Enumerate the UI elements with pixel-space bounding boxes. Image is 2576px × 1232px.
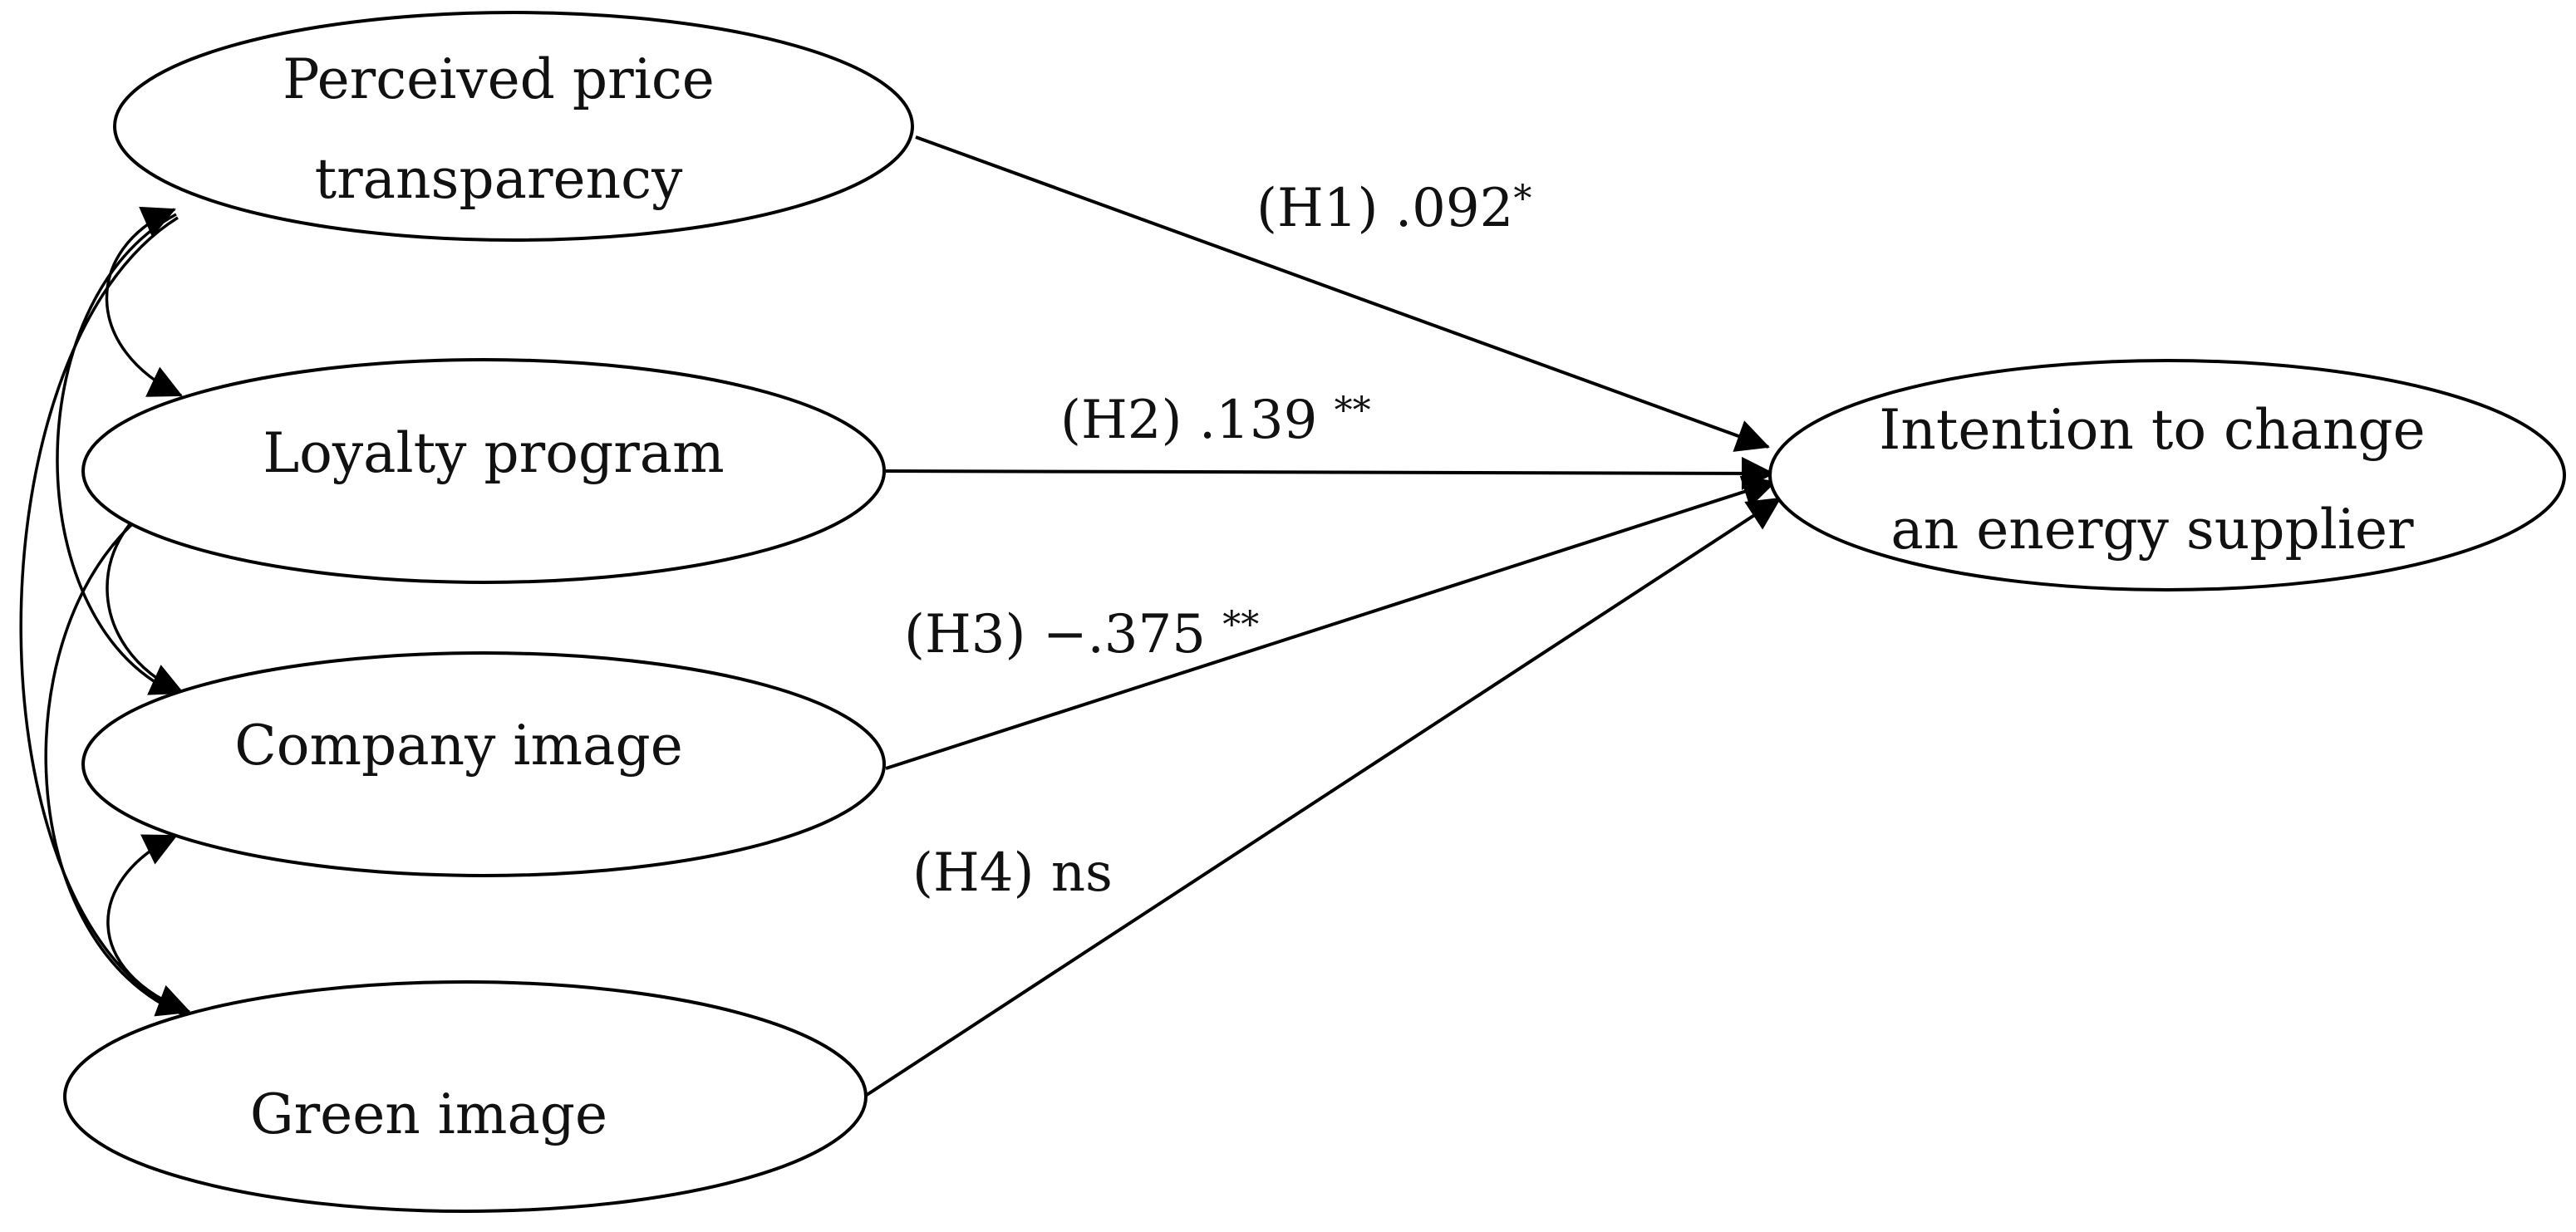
covariance-price-green xyxy=(19,216,190,1017)
covariance-company-green xyxy=(106,834,191,1017)
node-price-transparency: Perceived price transparency xyxy=(113,11,914,242)
path-h3-line xyxy=(885,475,1777,770)
node-company-image-label: Company image xyxy=(234,714,683,778)
path-h3-coefficient: −.375 xyxy=(1043,604,1206,665)
covariance-loyalty-green xyxy=(44,490,190,1018)
covariance-price-loyalty xyxy=(105,206,183,397)
node-intention: Intention to change an energy supplier xyxy=(1768,359,2566,591)
path-h2-significance: ** xyxy=(1335,390,1371,432)
covariance-price-company xyxy=(56,213,184,698)
node-company-image: Company image xyxy=(81,651,886,877)
path-h3-significance: ** xyxy=(1222,604,1259,646)
path-labels: (H1) .092* (H2) .139 ** (H3) −.375 ** (H… xyxy=(904,178,1531,904)
path-h2-hypothesis: (H2) xyxy=(1060,390,1182,451)
path-h2-coefficient: .139 xyxy=(1199,390,1318,451)
path-h1-hypothesis: (H1) xyxy=(1256,178,1378,239)
path-h1-line xyxy=(915,135,1770,452)
node-loyalty-program-label: Loyalty program xyxy=(263,421,724,485)
node-intention-line1: Intention to change xyxy=(1879,398,2425,462)
path-h2-label: (H2) .139 ** xyxy=(1060,390,1371,451)
path-h2-line xyxy=(885,456,1775,490)
path-h1-significance: * xyxy=(1513,178,1531,220)
path-h1-coefficient: .092 xyxy=(1395,178,1514,239)
path-h4-hypothesis: (H4) xyxy=(912,842,1034,904)
path-h4-coefficient: ns xyxy=(1051,842,1113,904)
path-h4-label: (H4) ns xyxy=(912,842,1113,904)
node-intention-line2: an energy supplier xyxy=(1890,498,2414,562)
path-h1-label: (H1) .092* xyxy=(1256,178,1531,239)
node-green-image: Green image xyxy=(63,980,868,1213)
node-green-image-label: Green image xyxy=(250,1082,607,1146)
path-h4-line xyxy=(863,497,1782,1098)
path-h3-label: (H3) −.375 ** xyxy=(904,604,1259,665)
construct-nodes: Perceived price transparency Loyalty pro… xyxy=(63,11,2566,1213)
path-h3-hypothesis: (H3) xyxy=(904,604,1025,665)
node-loyalty-program: Loyalty program xyxy=(81,358,886,584)
node-price-transparency-line2: transparency xyxy=(315,147,683,211)
covariance-arrows xyxy=(19,206,191,1018)
structural-paths xyxy=(863,135,1782,1098)
node-price-transparency-line1: Perceived price xyxy=(283,47,715,111)
